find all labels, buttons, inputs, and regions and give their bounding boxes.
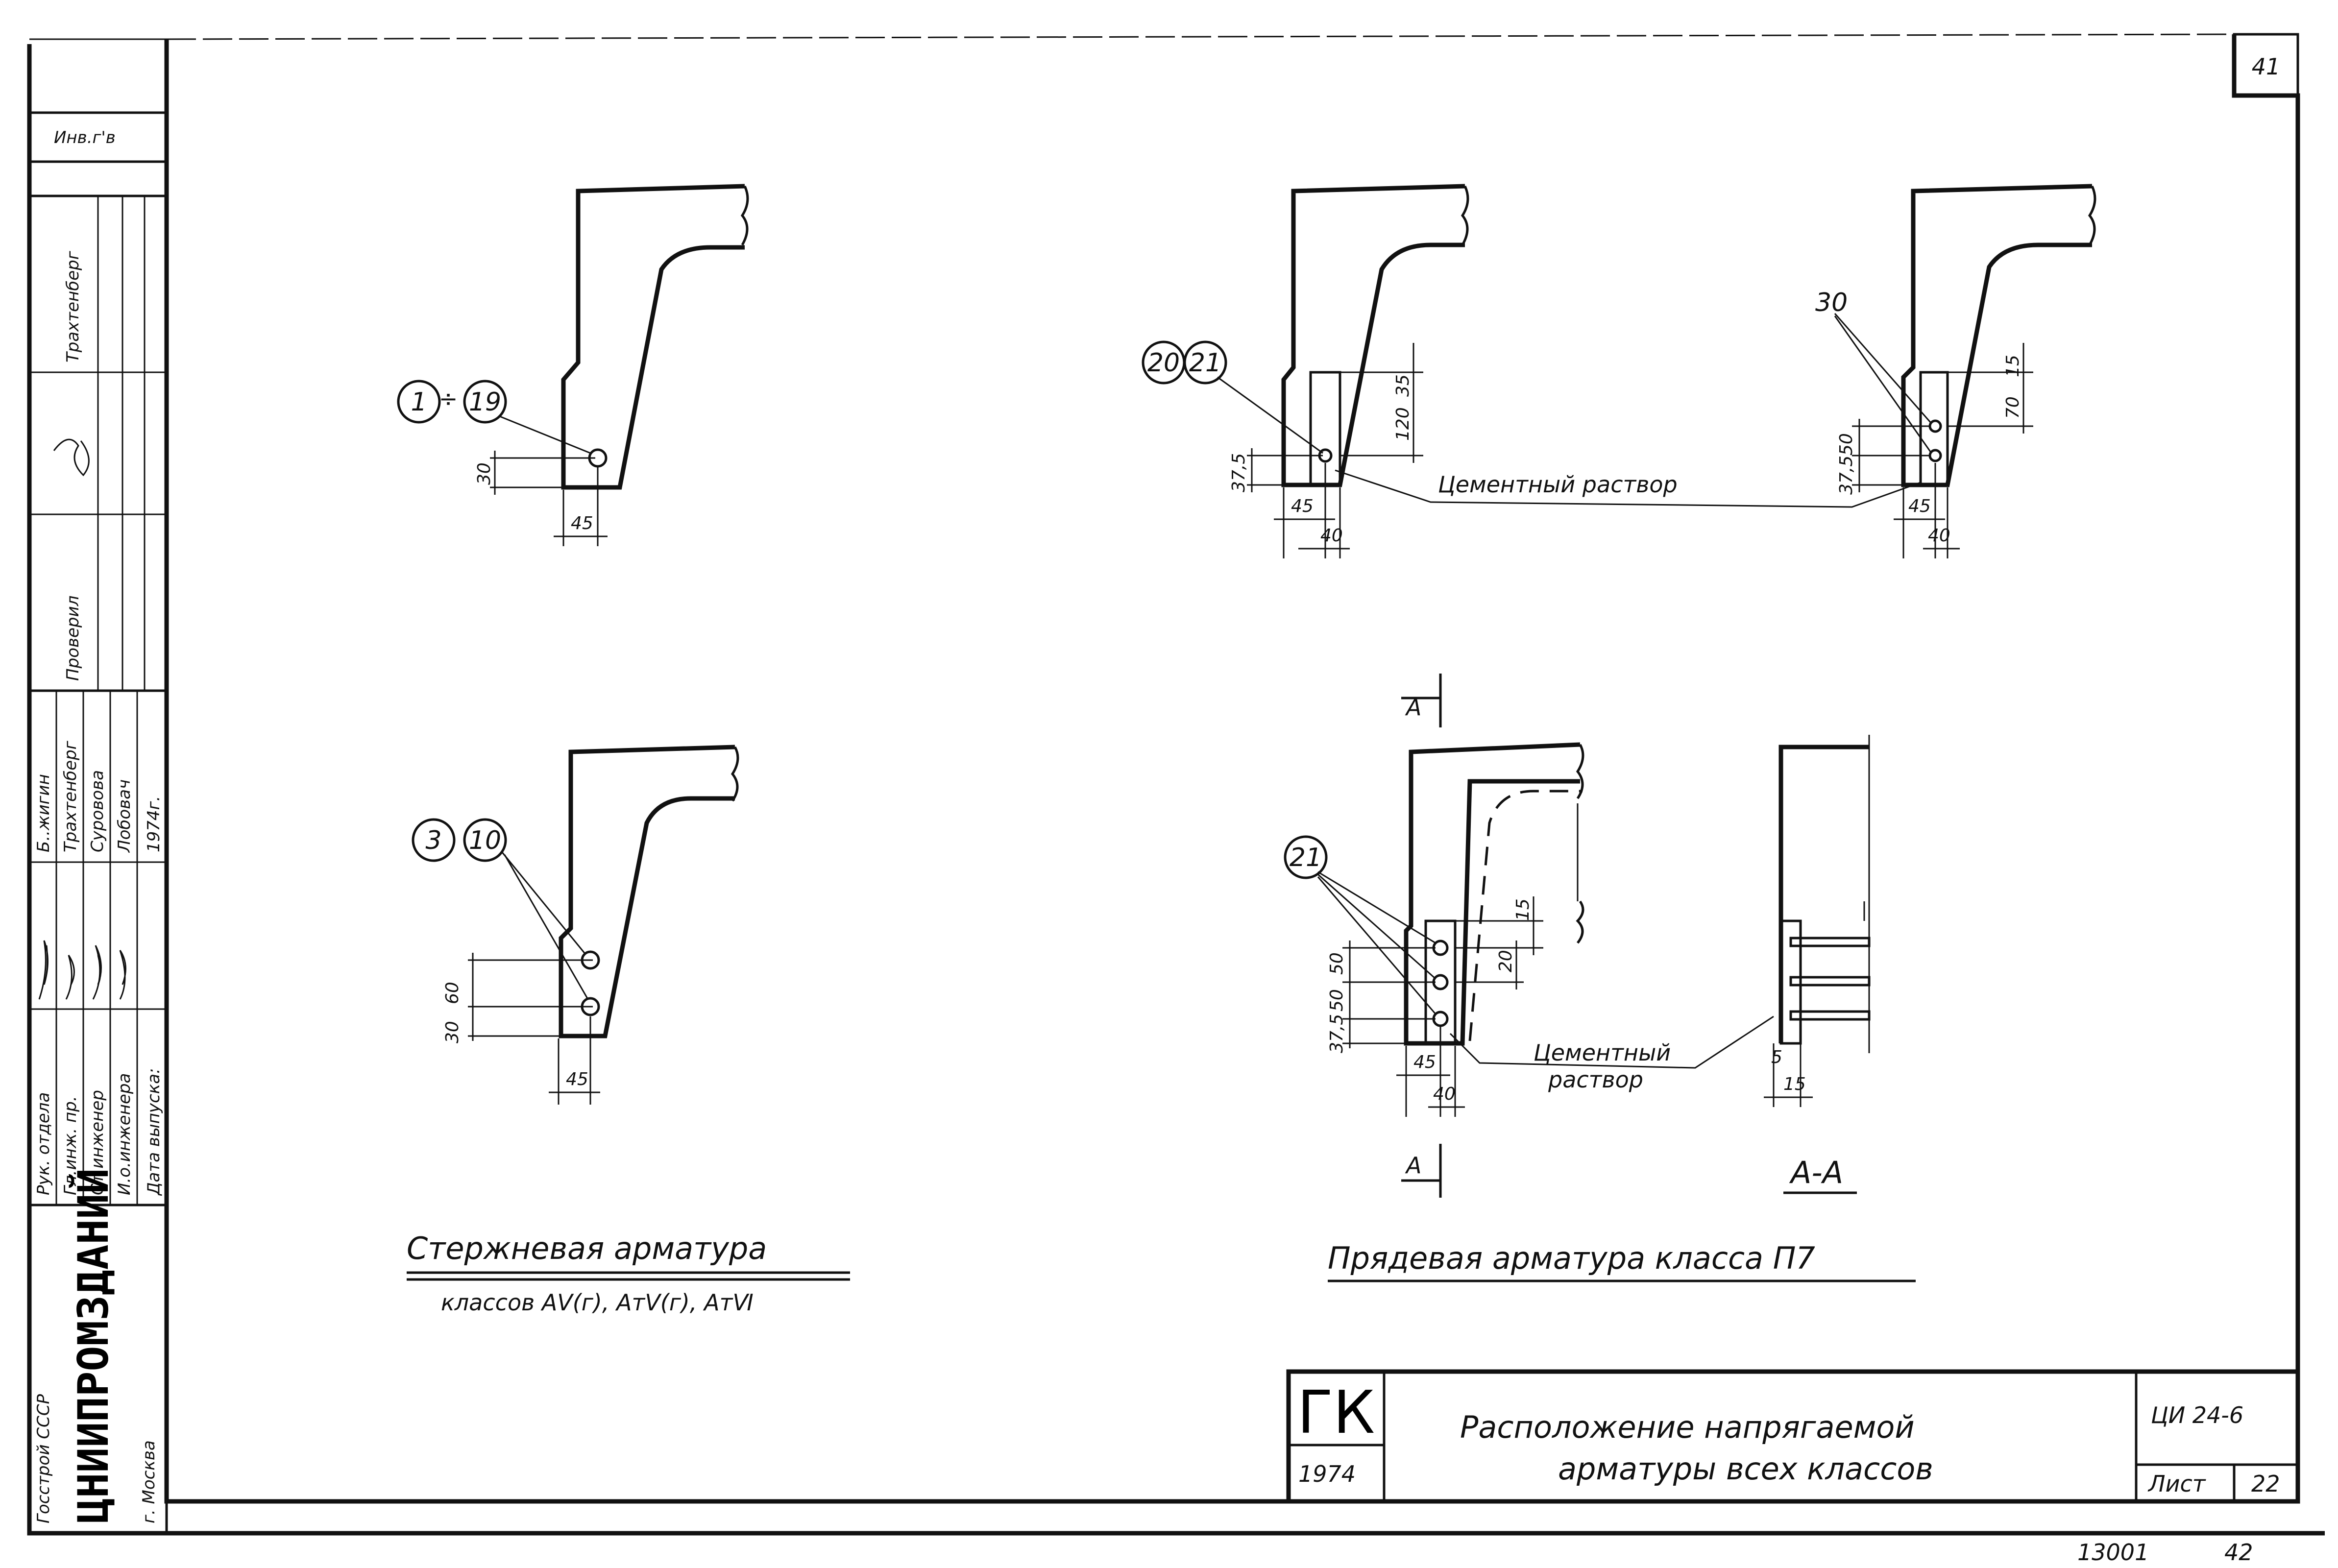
section-mark-top: А — [1401, 674, 1442, 727]
section-label-top: А — [1405, 694, 1421, 721]
dim-35: 35 — [1393, 374, 1413, 397]
marker-21-b: 21 — [1290, 843, 1322, 872]
dim-45-c: 45 — [1291, 496, 1314, 516]
caption-rod-title: Стержневая арматура — [407, 1230, 767, 1266]
dim-37-5-b: 37,5 — [1836, 456, 1856, 495]
name-3: Суровова — [88, 770, 107, 852]
cement-mortar-callout-top: Цементный раствор — [1335, 469, 1921, 508]
dim-40-c: 40 — [1433, 1084, 1456, 1104]
marker-19: 19 — [469, 387, 501, 417]
role-2: Гл.инж. пр. — [61, 1096, 80, 1195]
dim-37-5: 37,5 — [1229, 453, 1249, 492]
stamp-column: Инв.г'в Трахтенберг Проверил Рук. отдела… — [28, 111, 168, 1535]
tb-sheet-number: 22 — [2251, 1471, 2280, 1497]
caption-left: Стержневая арматура классов АⅤ(г), АтⅤ(г… — [407, 1230, 850, 1316]
marker-30: 30 — [1815, 288, 1848, 317]
marker-20: 20 — [1147, 348, 1180, 378]
detail-strand-three-rows: 21 15 20 50 50 37,5 45 40 Цементный раст… — [1284, 742, 1774, 1117]
role-1: Рук. отдела — [34, 1092, 53, 1195]
dim-20: 20 — [1496, 950, 1516, 972]
name-4: Лобовач — [115, 779, 134, 853]
detail-strand-double: 30 15 70 37,5 50 45 40 — [1815, 184, 2096, 558]
tb-year: 1974 — [1298, 1461, 1356, 1487]
dim-50: 50 — [1836, 433, 1856, 456]
detail-section-a-a: 5 15 — [1764, 735, 1871, 1107]
dim-70: 70 — [2003, 396, 2023, 419]
sheet-number: 41 — [2252, 53, 2281, 80]
org-country: Госстрой СССР — [34, 1394, 53, 1523]
org-city: г. Москва — [139, 1440, 159, 1523]
page-number: 42 — [2224, 1539, 2253, 1566]
sheet-number-box: 41 — [2233, 33, 2299, 97]
dim-30-b: 30 — [442, 1021, 463, 1043]
name-2: Трахтенберг — [61, 740, 80, 852]
signature-checker-top: Трахтенберг — [63, 250, 83, 362]
org-name: ЦНИИПРОМЗДАНИЙ — [69, 1168, 118, 1523]
section-mark-bottom: А А-А — [1401, 1144, 1857, 1198]
caption-rod-classes: классов АⅤ(г), АтⅤ(г), АтⅥ — [441, 1289, 754, 1316]
dim-15: 15 — [2003, 355, 2023, 377]
tb-title-line2: арматуры всех классов — [1558, 1451, 1933, 1487]
signature-checked-label: Проверил — [63, 596, 83, 681]
role-5: Дата выпуска: — [144, 1068, 164, 1196]
name-1: Б..жигин — [34, 774, 53, 852]
marker-1: 1 — [411, 387, 427, 417]
tb-sheet-label: Лист — [2147, 1471, 2206, 1497]
dim-45-b: 45 — [566, 1069, 588, 1089]
dim-45: 45 — [571, 513, 593, 533]
marker-3: 3 — [425, 826, 441, 855]
tb-series: ЦИ 24-6 — [2151, 1402, 2243, 1428]
dim-15-c: 15 — [1783, 1074, 1806, 1094]
name-5: 1974г. — [144, 796, 164, 852]
inventory-label: Инв.г'в — [54, 128, 116, 147]
dim-45-e: 45 — [1413, 1052, 1436, 1072]
caption-strand-title: Прядевая арматура класса П7 — [1328, 1240, 1815, 1276]
section-label-bottom: А — [1405, 1152, 1421, 1179]
role-3: Ст.инженер — [88, 1090, 107, 1195]
dim-15-b: 15 — [1513, 898, 1533, 921]
marker-10: 10 — [469, 826, 501, 855]
detail-rod-bottom: 1 ÷ 19 30 45 — [397, 184, 749, 546]
dim-45-d: 45 — [1908, 496, 1931, 516]
signature-scribble — [53, 438, 90, 477]
section-view-label: А-А — [1789, 1155, 1843, 1190]
sheet-frame — [27, 33, 2325, 1536]
dim-40-b: 40 — [1928, 526, 1950, 546]
cement-mortar-label-b1: Цементный — [1534, 1039, 1671, 1066]
dim-40: 40 — [1320, 526, 1343, 546]
dim-60: 60 — [442, 982, 463, 1004]
tb-code: ГК — [1297, 1379, 1375, 1447]
cement-mortar-label: Цементный раствор — [1438, 471, 1678, 498]
role-4: И.о.инженера — [115, 1073, 134, 1195]
marker-range-separator: ÷ — [439, 386, 458, 412]
archive-number: 13001 — [2077, 1539, 2149, 1566]
tb-title-line1: Расположение напрягаемой — [1460, 1409, 1915, 1445]
caption-right: Прядевая арматура класса П7 — [1328, 1240, 1916, 1282]
cement-mortar-label-b2: раствор — [1548, 1066, 1643, 1093]
detail-rod-two-rows: 3 10 60 30 45 — [412, 745, 739, 1105]
dim-50-b: 50 — [1327, 989, 1347, 1012]
signatures-handwritten — [38, 940, 126, 1000]
title-block: ГК 1974 Расположение напрягаемой арматур… — [1286, 1369, 2300, 1504]
detail-strand-single: 20 21 35 120 37,5 45 40 — [1142, 184, 1469, 558]
dim-37-5-c: 37,5 — [1327, 1014, 1347, 1053]
dim-50-a: 50 — [1327, 952, 1347, 975]
marker-21: 21 — [1189, 348, 1221, 378]
dim-5: 5 — [1771, 1047, 1782, 1067]
dim-30: 30 — [474, 462, 494, 485]
dim-120: 120 — [1393, 407, 1413, 441]
